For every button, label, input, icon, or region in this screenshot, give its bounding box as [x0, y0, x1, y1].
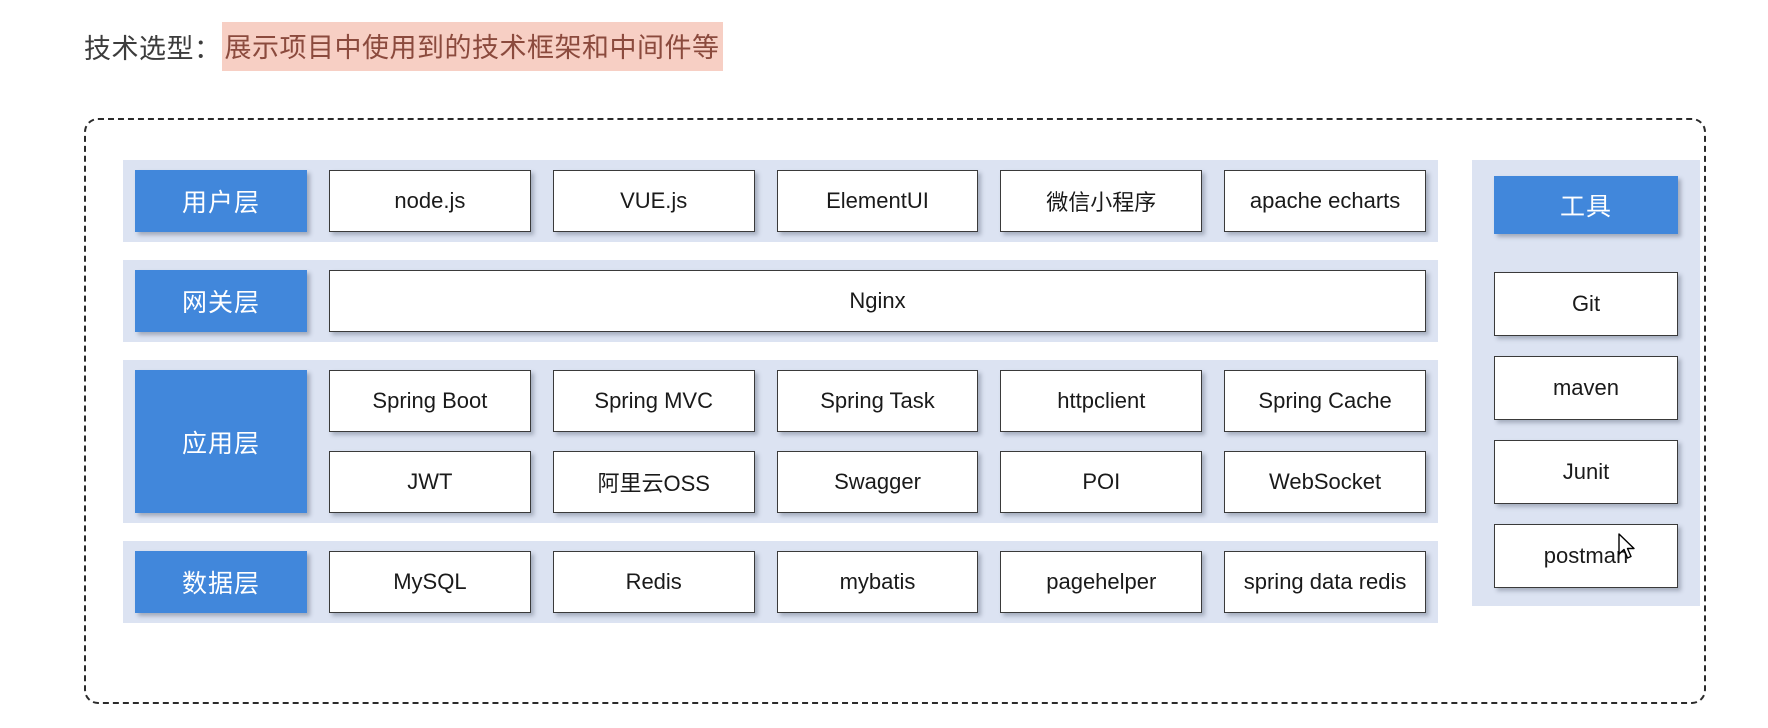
- tool-card-postman[interactable]: postman: [1494, 524, 1678, 588]
- tools-panel-header: 工具: [1494, 176, 1678, 234]
- card-row: Spring Boot Spring MVC Spring Task httpc…: [329, 370, 1426, 432]
- layer-label-gateway: 网关层: [135, 270, 307, 332]
- tech-card-spring-boot[interactable]: Spring Boot: [329, 370, 531, 432]
- tech-card-spring-data-redis[interactable]: spring data redis: [1224, 551, 1426, 613]
- page-title-highlight: 展示项目中使用到的技术框架和中间件等: [221, 22, 723, 71]
- card-row: MySQL Redis mybatis pagehelper spring da…: [329, 551, 1426, 613]
- tech-card-spring-cache[interactable]: Spring Cache: [1224, 370, 1426, 432]
- tech-card-swagger[interactable]: Swagger: [776, 451, 979, 513]
- tool-card-maven[interactable]: maven: [1494, 356, 1678, 420]
- card-row: Nginx: [329, 270, 1426, 332]
- tech-card-mysql[interactable]: MySQL: [329, 551, 531, 613]
- tools-panel: 工具 Git maven Junit postman: [1472, 160, 1700, 606]
- layer-label-user: 用户层: [135, 170, 307, 232]
- layer-band-data: 数据层 MySQL Redis mybatis pagehelper sprin…: [123, 541, 1438, 623]
- layer-band-gateway: 网关层 Nginx: [123, 260, 1438, 342]
- tech-card-spring-task[interactable]: Spring Task: [776, 370, 979, 432]
- tech-card-jwt[interactable]: JWT: [329, 451, 531, 513]
- layer-band-application: 应用层 Spring Boot Spring MVC Spring Task h…: [123, 360, 1438, 523]
- tech-card-redis[interactable]: Redis: [552, 551, 755, 613]
- tool-card-junit[interactable]: Junit: [1494, 440, 1678, 504]
- layer-cards-application: Spring Boot Spring MVC Spring Task httpc…: [329, 370, 1426, 513]
- tech-card-apache-echarts[interactable]: apache echarts: [1224, 170, 1426, 232]
- card-row: node.js VUE.js ElementUI 微信小程序 apache ec…: [329, 170, 1426, 232]
- architecture-layer-stack: 用户层 node.js VUE.js ElementUI 微信小程序 apach…: [123, 160, 1438, 623]
- tech-card-pagehelper[interactable]: pagehelper: [1000, 551, 1203, 613]
- tech-card-vue-js[interactable]: VUE.js: [552, 170, 755, 232]
- tech-card-spring-mvc[interactable]: Spring MVC: [552, 370, 755, 432]
- tool-card-git[interactable]: Git: [1494, 272, 1678, 336]
- tech-card-aliyun-oss[interactable]: 阿里云OSS: [552, 451, 755, 513]
- tech-card-elementui[interactable]: ElementUI: [776, 170, 979, 232]
- tech-card-httpclient[interactable]: httpclient: [1000, 370, 1203, 432]
- card-row: JWT 阿里云OSS Swagger POI WebSocket: [329, 451, 1426, 513]
- layer-label-data: 数据层: [135, 551, 307, 613]
- page-title: 技术选型： 展示项目中使用到的技术框架和中间件等: [84, 22, 723, 71]
- tech-card-node-js[interactable]: node.js: [329, 170, 531, 232]
- layer-label-application: 应用层: [135, 370, 307, 513]
- layer-cards-gateway: Nginx: [329, 270, 1426, 332]
- tech-card-nginx[interactable]: Nginx: [329, 270, 1426, 332]
- layer-cards-data: MySQL Redis mybatis pagehelper spring da…: [329, 551, 1426, 613]
- tech-card-poi[interactable]: POI: [1000, 451, 1203, 513]
- page-title-lead: 技术选型：: [84, 34, 222, 64]
- tech-card-websocket[interactable]: WebSocket: [1224, 451, 1426, 513]
- diagram-outer-frame: [84, 118, 1706, 704]
- layer-band-user: 用户层 node.js VUE.js ElementUI 微信小程序 apach…: [123, 160, 1438, 242]
- tech-card-mybatis[interactable]: mybatis: [776, 551, 979, 613]
- layer-cards-user: node.js VUE.js ElementUI 微信小程序 apache ec…: [329, 170, 1426, 232]
- tech-card-wechat-miniprogram[interactable]: 微信小程序: [1000, 170, 1203, 232]
